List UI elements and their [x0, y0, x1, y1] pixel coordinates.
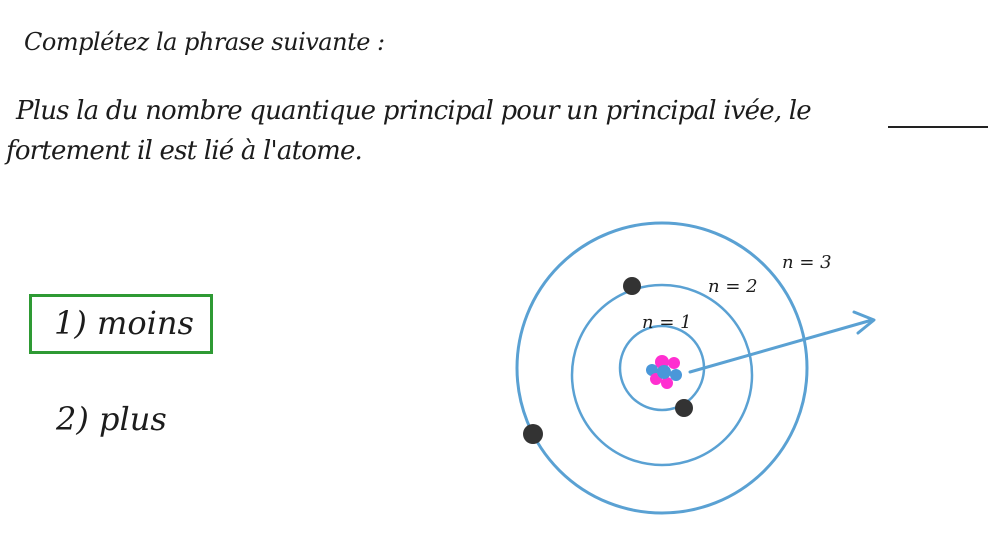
option-2-label[interactable]: 2) plus [56, 400, 167, 438]
answer-blank [888, 126, 988, 128]
orbit-n2 [570, 283, 754, 467]
selected-answer-box [29, 294, 213, 354]
orbit-label-n3: n = 3 [782, 252, 832, 273]
question-sentence-line1: Plus la du nombre quantique principal po… [16, 96, 812, 126]
orbit-label-n1: n = 1 [642, 312, 692, 333]
electron-n2 [623, 277, 641, 295]
nucleus [646, 355, 682, 389]
instruction-text: Complétez la phrase suivante : [24, 28, 385, 56]
question-sentence-line2: fortement il est lié à l'atome. [6, 136, 363, 166]
orbit-label-n2: n = 2 [708, 276, 758, 297]
electron-n1 [675, 399, 693, 417]
option-1-label[interactable]: 1) moins [54, 304, 194, 342]
orbit-n3 [515, 221, 809, 515]
electron-n3 [523, 424, 543, 444]
ionization-arrow [688, 310, 876, 374]
